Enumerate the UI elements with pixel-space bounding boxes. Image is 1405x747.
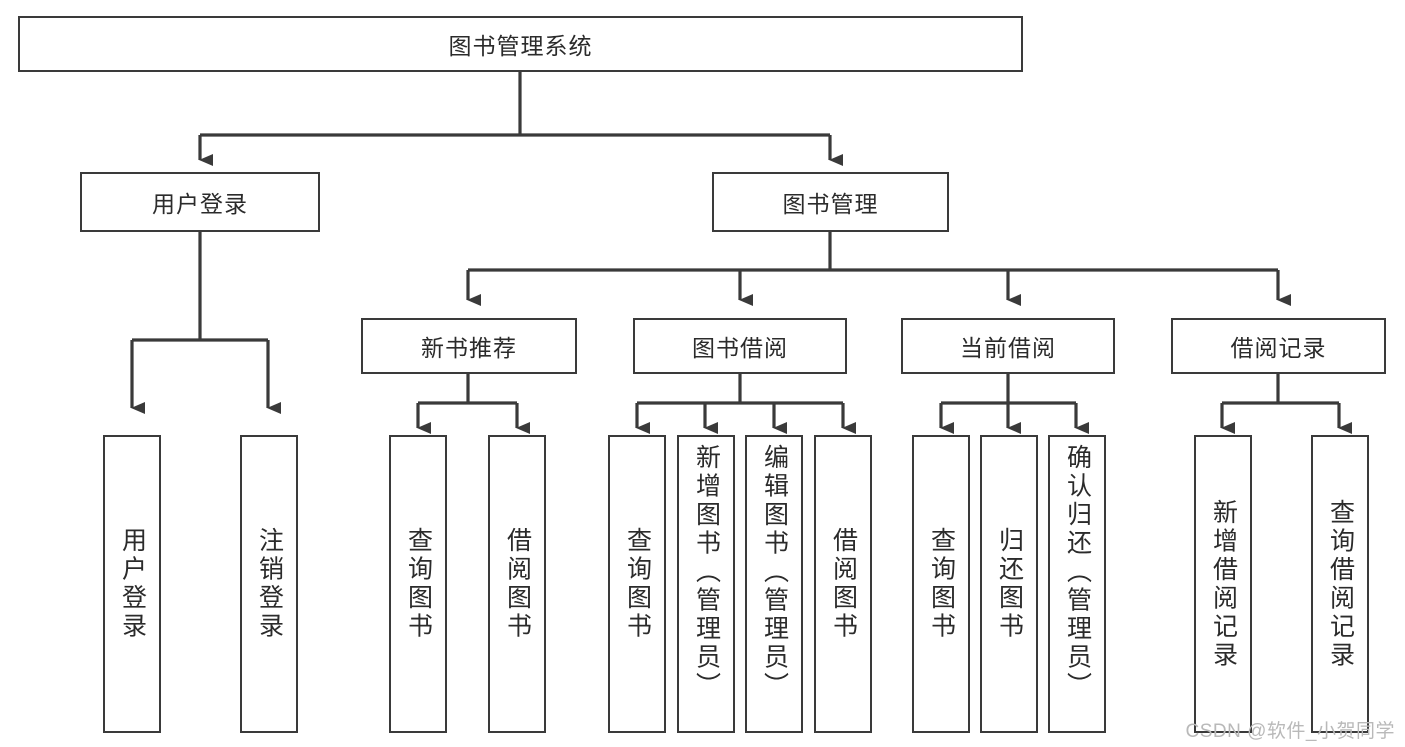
leaf-user-login-login[interactable]: 用户登录 bbox=[103, 435, 161, 733]
leaf-label: 新增借阅记录 bbox=[1209, 498, 1238, 670]
leaf-label: 新增图书（管理员） bbox=[692, 444, 721, 701]
leaf-borrow-query-book[interactable]: 查询图书 bbox=[608, 435, 666, 733]
leaf-label: 查询图书 bbox=[623, 527, 652, 641]
leaf-current-query-book[interactable]: 查询图书 bbox=[912, 435, 970, 733]
leaf-label: 查询借阅记录 bbox=[1326, 498, 1355, 670]
leaf-current-confirm-return-admin[interactable]: 确认归还（管理员） bbox=[1048, 435, 1106, 733]
node-root-book-management-system[interactable]: 图书管理系统 bbox=[18, 16, 1023, 72]
leaf-record-add-record[interactable]: 新增借阅记录 bbox=[1194, 435, 1252, 733]
leaf-label: 归还图书 bbox=[995, 527, 1024, 641]
leaf-borrow-add-book-admin[interactable]: 新增图书（管理员） bbox=[677, 435, 735, 733]
leaf-recommend-query-book[interactable]: 查询图书 bbox=[389, 435, 447, 733]
leaf-record-query-record[interactable]: 查询借阅记录 bbox=[1311, 435, 1369, 733]
node-label: 当前借阅 bbox=[960, 335, 1056, 361]
node-label: 用户登录 bbox=[152, 191, 248, 217]
leaf-label: 确认归还（管理员） bbox=[1063, 444, 1092, 701]
leaf-label: 借阅图书 bbox=[503, 527, 532, 641]
leaf-label: 注销登录 bbox=[255, 527, 284, 641]
node-label: 图书管理 bbox=[782, 191, 879, 217]
leaf-label: 查询图书 bbox=[927, 527, 956, 641]
node-user-login[interactable]: 用户登录 bbox=[80, 172, 320, 232]
node-book-borrow[interactable]: 图书借阅 bbox=[633, 318, 847, 374]
leaf-label: 查询图书 bbox=[404, 527, 433, 641]
leaf-label: 借阅图书 bbox=[829, 527, 858, 641]
node-borrow-record[interactable]: 借阅记录 bbox=[1171, 318, 1386, 374]
leaf-borrow-borrow-book[interactable]: 借阅图书 bbox=[814, 435, 872, 733]
leaf-current-return-book[interactable]: 归还图书 bbox=[980, 435, 1038, 733]
leaf-recommend-borrow-book[interactable]: 借阅图书 bbox=[488, 435, 546, 733]
node-label: 图书借阅 bbox=[692, 335, 788, 361]
leaf-label: 编辑图书（管理员） bbox=[760, 444, 789, 701]
watermark-text: CSDN @软件_小贺同学 bbox=[1185, 721, 1395, 742]
node-label: 借阅记录 bbox=[1230, 335, 1327, 361]
leaf-user-login-logout[interactable]: 注销登录 bbox=[240, 435, 298, 733]
leaf-label: 用户登录 bbox=[118, 527, 147, 641]
node-new-book-recommend[interactable]: 新书推荐 bbox=[361, 318, 577, 374]
leaf-borrow-edit-book-admin[interactable]: 编辑图书（管理员） bbox=[745, 435, 803, 733]
node-label: 图书管理系统 bbox=[448, 33, 593, 59]
node-label: 新书推荐 bbox=[421, 335, 517, 361]
node-book-management[interactable]: 图书管理 bbox=[712, 172, 949, 232]
node-current-borrow[interactable]: 当前借阅 bbox=[901, 318, 1115, 374]
